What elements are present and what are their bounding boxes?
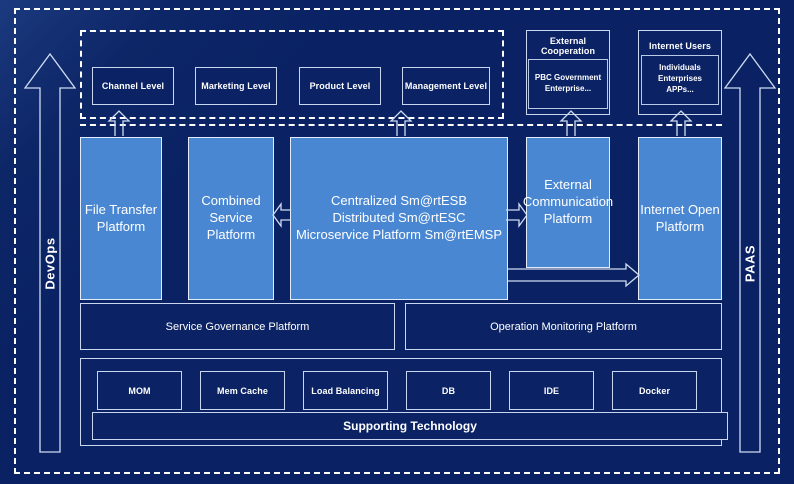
paas-label: PAAS <box>742 244 758 283</box>
platform-combined-service[interactable]: Combined Service Platform <box>188 137 274 300</box>
supporting-technology-banner: Supporting Technology <box>92 412 728 440</box>
consumer-management-level[interactable]: Management Level <box>402 67 490 105</box>
supporting-item-mem-cache[interactable]: Mem Cache <box>200 371 285 410</box>
internet-users-inner: Individuals Enterprises APPs... <box>641 54 719 105</box>
consumer-channel-level[interactable]: Channel Level <box>92 67 174 105</box>
platform-file-transfer[interactable]: File Transfer Platform <box>80 137 162 300</box>
governance-service-platform[interactable]: Service Governance Platform <box>80 303 395 350</box>
devops-arrow-icon <box>23 52 77 453</box>
supporting-item-db[interactable]: DB <box>406 371 491 410</box>
consumer-level-group <box>80 30 504 119</box>
layer-separator-dashed <box>80 124 722 126</box>
platform-external-communication[interactable]: External Communication Platform <box>523 137 613 268</box>
paas-arrow-icon <box>723 52 777 453</box>
governance-operation-monitoring[interactable]: Operation Monitoring Platform <box>405 303 722 350</box>
devops-rail: DevOps <box>22 28 78 453</box>
devops-label: DevOps <box>42 237 58 290</box>
consumer-product-level[interactable]: Product Level <box>299 67 381 105</box>
supporting-item-ide[interactable]: IDE <box>509 371 594 410</box>
platform-internet-open[interactable]: Internet Open Platform <box>638 137 722 300</box>
uparrow-internet-open <box>669 110 693 136</box>
external-cooperation-panel[interactable]: External Cooperation PBC Government Ente… <box>526 30 610 115</box>
internet-users-panel[interactable]: Internet Users Individuals Enterprises A… <box>638 30 722 115</box>
arrow-centralized-to-internet-open <box>508 262 641 288</box>
uparrow-file-transfer <box>107 110 131 136</box>
internet-users-title: Internet Users <box>649 40 711 51</box>
external-cooperation-title: External Cooperation <box>540 36 596 56</box>
supporting-item-mom[interactable]: MOM <box>97 371 182 410</box>
platform-centralized-esb[interactable]: Centralized Sm@rtESB Distributed Sm@rtES… <box>290 137 508 300</box>
paas-rail: PAAS <box>722 28 778 453</box>
consumer-marketing-level[interactable]: Marketing Level <box>195 67 277 105</box>
arrow-left-to-combined-service <box>272 202 294 228</box>
uparrow-centralized-esb <box>389 110 413 136</box>
uparrow-external-communication <box>559 110 583 136</box>
external-cooperation-inner: PBC Government Enterprise... <box>528 59 608 109</box>
supporting-item-load-balancing[interactable]: Load Balancing <box>303 371 388 410</box>
outer-dashed-frame <box>14 8 780 474</box>
supporting-item-docker[interactable]: Docker <box>612 371 697 410</box>
